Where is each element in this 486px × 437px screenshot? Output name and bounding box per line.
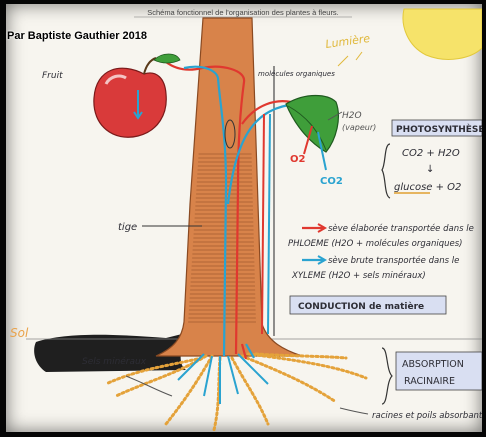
vapeur-label: (vapeur) — [342, 123, 376, 132]
o2-label: O2 — [290, 154, 306, 165]
sels-pointer — [125, 375, 173, 397]
fruit-shine — [104, 74, 127, 85]
h2o-arrow — [327, 111, 343, 121]
molecules-label: molécules organiques — [258, 70, 335, 78]
lumiere-label: Lumière — [325, 32, 372, 51]
soil-shadow — [34, 334, 186, 372]
photosynthese-arrow: ↓ — [426, 164, 434, 175]
vessel-bundle — [224, 119, 236, 149]
o2-arrow — [303, 125, 313, 155]
light-ray — [355, 51, 363, 61]
phloem-vessels — [165, 61, 292, 360]
legend-red-arrow-head — [317, 223, 328, 233]
fruit-arrow-head — [133, 111, 143, 120]
legend-brute: sève brute transportée dans le — [328, 255, 459, 266]
legend-xyleme: XYLEME (H2O + sels minéraux) — [291, 270, 426, 281]
stem-hatching — [188, 153, 256, 323]
root-water-arrows — [177, 353, 269, 404]
sels-label: Sels minéraux — [82, 356, 147, 367]
fruit-leaf — [153, 53, 181, 64]
racines-label: racines et poils absorbants — [372, 411, 482, 421]
photosynthese-title: PHOTOSYNTHÈSE — [396, 123, 482, 135]
leaf — [285, 94, 339, 153]
legend-elaboree: sève élaborée transportée dans le — [328, 223, 474, 234]
photosynthese-title-box — [391, 119, 482, 137]
fruit — [93, 67, 167, 138]
racines-pointer — [339, 407, 369, 415]
h2o-label: H2O — [342, 111, 362, 121]
xylem-vessels — [183, 65, 297, 359]
sol-label: Sol — [10, 326, 29, 340]
tige-label: tige — [118, 222, 137, 233]
xylem-side — [267, 113, 271, 335]
absorption-brace — [381, 347, 393, 405]
credit-text: Par Baptiste Gauthier 2018 — [7, 30, 148, 42]
sun — [402, 8, 482, 60]
photosynthese-products: glucose + O2 — [394, 182, 461, 193]
phloem-side — [261, 113, 265, 335]
photosynthese-brace — [381, 143, 391, 199]
conduction-label: CONDUCTION de matière — [298, 301, 424, 312]
leaf-vein — [287, 105, 327, 151]
legend-phloeme: PHLOEME (H2O + molécules organiques) — [288, 238, 462, 249]
fruit-stalk — [143, 57, 157, 75]
diagram-title: Schéma fonctionnel de l'organisation des… — [147, 8, 339, 17]
conduction-box — [289, 295, 447, 315]
co2-arrow — [317, 131, 327, 171]
light-ray — [337, 55, 349, 67]
absorption-box — [395, 351, 482, 391]
fruit-label: Fruit — [42, 71, 63, 81]
legend-blue-arrow-head — [317, 255, 328, 265]
absorption-line1: ABSORPTION — [402, 359, 464, 370]
photosynthese-reactants: CO2 + H2O — [402, 148, 460, 159]
paper-sheet: Schéma fonctionnel de l'organisation des… — [6, 4, 482, 432]
co2-label: CO2 — [320, 176, 343, 187]
plant-diagram: Schéma fonctionnel de l'organisation des… — [10, 8, 482, 432]
absorption-line2: RACINAIRE — [404, 376, 455, 387]
